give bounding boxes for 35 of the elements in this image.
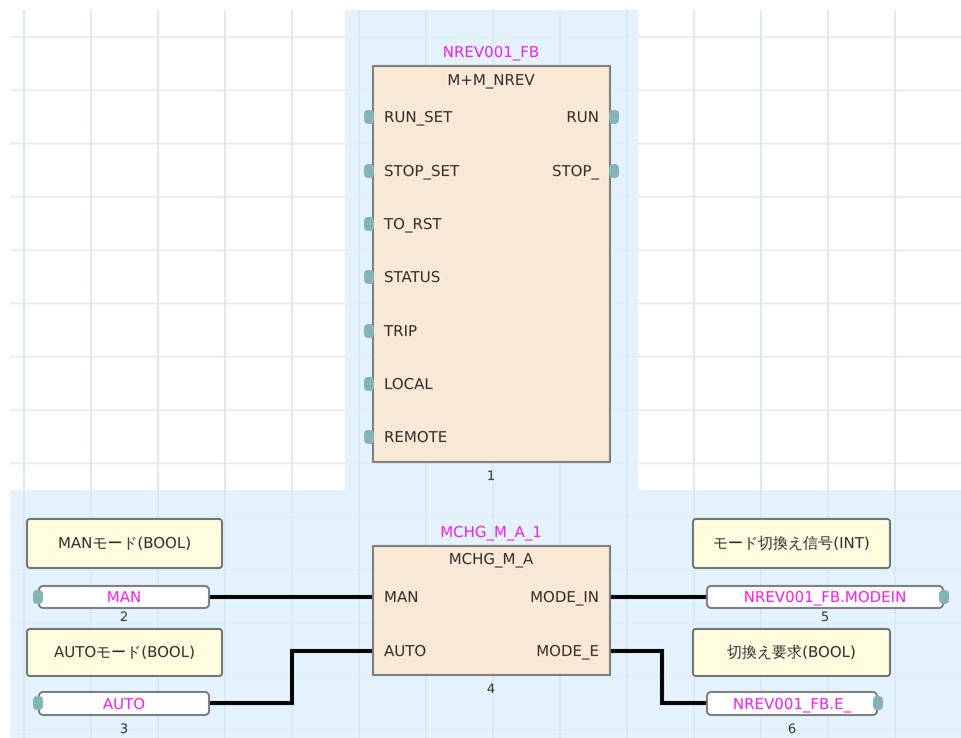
comment-box: 切換え要求(BOOL) xyxy=(692,628,891,677)
pin-label: STOP_SET xyxy=(384,162,460,180)
block-number: 5 xyxy=(820,611,830,625)
pin-label: REMOTE xyxy=(384,428,448,446)
pin-label: TRIP xyxy=(384,322,418,340)
pin-label: MAN xyxy=(384,588,418,606)
pin-label: LOCAL xyxy=(384,375,433,393)
block-number: 6 xyxy=(788,723,796,737)
wire xyxy=(210,595,372,599)
pin-label: AUTO xyxy=(384,642,426,660)
block-number: 3 xyxy=(120,723,128,737)
variable-box: MAN xyxy=(38,585,210,609)
variable-box: AUTO xyxy=(38,691,210,716)
comment-box: MANモード(BOOL) xyxy=(26,518,223,569)
block-number: 2 xyxy=(120,611,128,625)
block-type-name: M+M_NREV xyxy=(447,71,535,89)
comment-box: AUTOモード(BOOL) xyxy=(26,628,223,677)
pin-label: MODE_E xyxy=(536,642,599,660)
wire xyxy=(611,649,706,705)
block-type-name: MCHG_M_A xyxy=(448,550,534,568)
instance-name: MCHG_M_A_1 xyxy=(440,523,542,541)
comment-box: モード切換え信号(INT) xyxy=(692,518,891,569)
wire xyxy=(210,649,372,705)
pin-label: TO_RST xyxy=(384,215,442,233)
pin-label: RUN_SET xyxy=(384,108,452,126)
variable-box: NREV001_FB.MODEIN xyxy=(706,585,944,609)
pin-label: STOP_ xyxy=(552,162,599,180)
block-number: 4 xyxy=(486,683,496,697)
pin-label: STATUS xyxy=(384,268,440,286)
block-number: 1 xyxy=(486,470,496,484)
pin-label: RUN xyxy=(566,108,599,126)
wire xyxy=(611,595,706,599)
variable-box: NREV001_FB.E_ xyxy=(706,691,878,716)
instance-name: NREV001_FB xyxy=(442,43,540,61)
pin-label: MODE_IN xyxy=(530,588,599,606)
